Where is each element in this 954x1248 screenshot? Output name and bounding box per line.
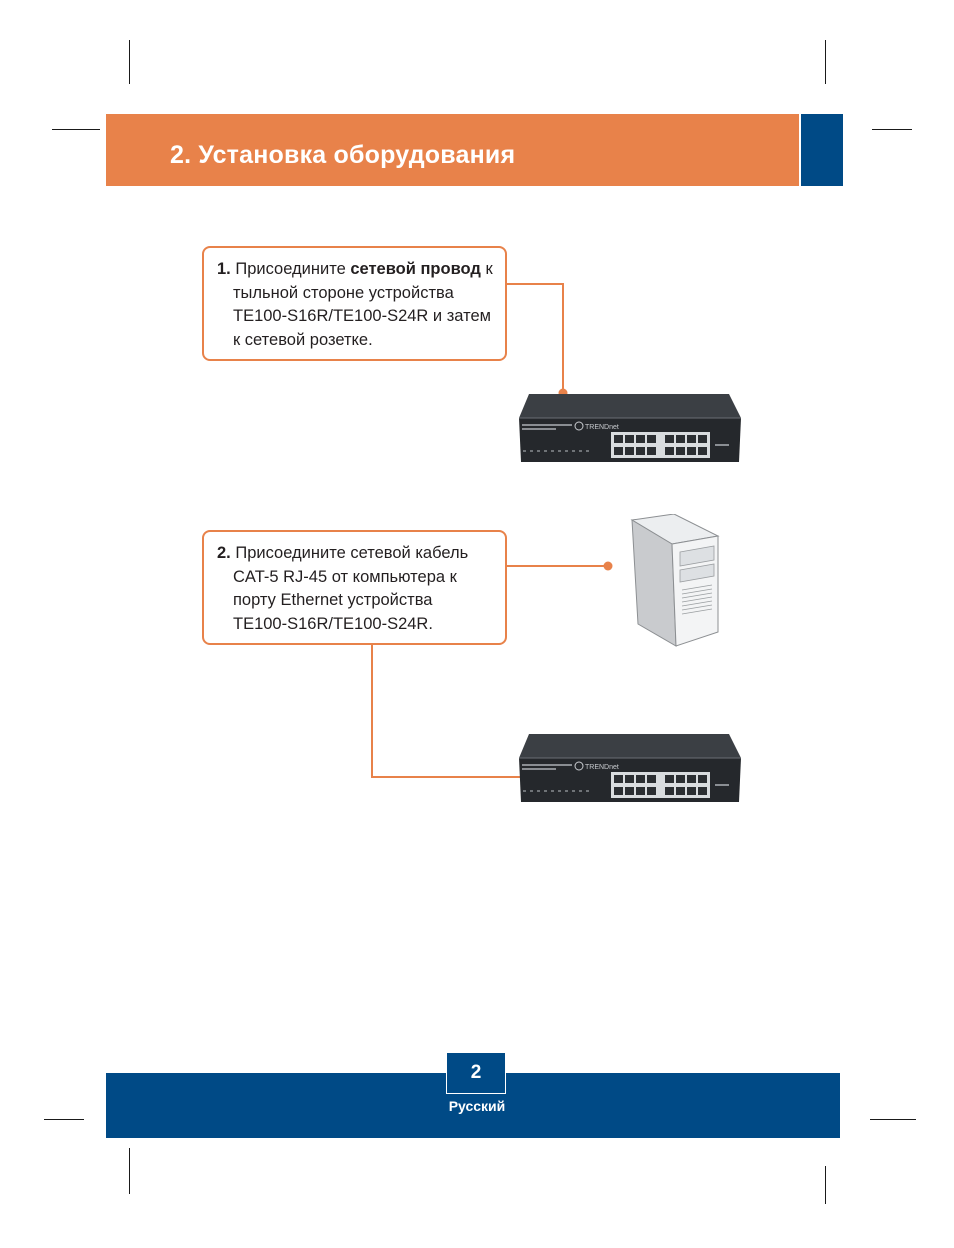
crop-mark [44,1119,84,1120]
step-1-line: тыльной стороне устройства [233,283,454,302]
step-1-bold-term: сетевой провод [350,260,481,278]
page-title: 2. Установка оборудования [170,141,516,169]
crop-mark [870,1119,916,1120]
computer-tower-image [630,514,720,647]
step-1-line: к сетевой розетке. [233,330,373,349]
step-2-callout: 2. Присоедините сетевой кабель CAT-5 RJ-… [202,530,507,645]
switch-brand-label: TRENDnet [585,424,619,431]
network-switch-image: TRENDnet [519,394,741,462]
crop-mark [129,1148,130,1194]
crop-mark [872,129,912,130]
step-1-first-line: 1. Присоедините сетевой провод к [217,260,493,278]
section-header: 2. Установка оборудования [106,114,799,186]
step-2-first-line: 2. Присоедините сетевой кабель [217,544,469,562]
step-2-line: CAT-5 RJ-45 от компьютера к [233,567,457,586]
footer-language: Русский [448,1098,506,1114]
page-number: 2 [446,1052,506,1094]
network-switch-image: TRENDnet [519,734,741,802]
step-2-line: порту Ethernet устройства [233,591,433,609]
step-2-number: 2. [217,544,231,562]
connector-step-1 [506,283,564,393]
step-1-callout: 1. Присоедините сетевой провод к тыльной… [202,246,507,361]
crop-mark [52,129,100,130]
step-1-line: TE100-S16R/TE100-S24R и затем [233,307,492,325]
step-1-number: 1. [217,260,231,278]
connector-dot [603,561,613,571]
switch-brand-label: TRENDnet [585,764,619,771]
crop-mark [825,1166,826,1204]
crop-mark [825,40,826,84]
header-side-tab [801,114,843,186]
step-2-line: TE100-S16R/TE100-S24R. [233,614,433,633]
crop-mark [129,40,130,84]
connector-step-2b [371,644,591,778]
